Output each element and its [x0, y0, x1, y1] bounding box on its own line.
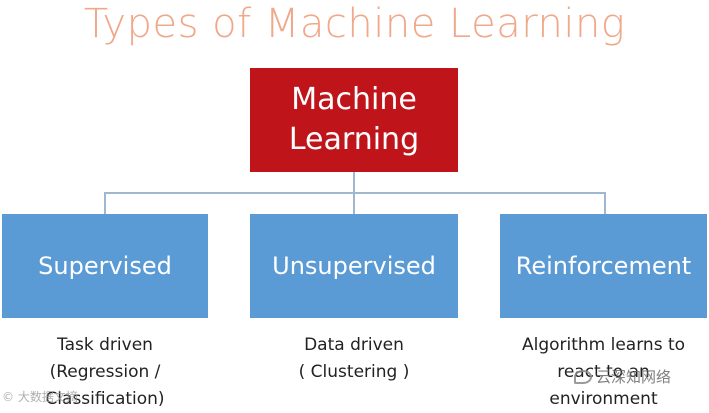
node-unsupervised-label: Unsupervised	[272, 252, 436, 280]
desc-supervised: Task driven (Regression / Classification…	[2, 332, 208, 413]
desc-supervised-line: (Regression /	[49, 362, 161, 382]
connector-horizontal	[104, 192, 606, 194]
chat-bubble-icon	[574, 369, 592, 384]
root-node-label-line2: Learning	[288, 122, 420, 157]
desc-supervised-line: Classification)	[45, 389, 165, 409]
connector-root-stem	[353, 172, 355, 194]
desc-reinforcement-line: Algorithm learns to	[521, 335, 686, 355]
connector-supervised	[104, 192, 106, 214]
node-supervised: Supervised	[2, 214, 208, 318]
connector-unsupervised	[353, 192, 355, 214]
watermark-right-text: 云深知网络	[596, 368, 672, 386]
watermark-right: 云深知网络	[574, 366, 671, 387]
connector-reinforcement	[604, 192, 606, 214]
desc-unsupervised-line: ( Clustering )	[298, 362, 410, 382]
node-reinforcement-label: Reinforcement	[515, 252, 692, 280]
root-node-label-line1: Machine	[291, 82, 417, 117]
root-node-machine-learning: Machine Learning	[250, 68, 458, 172]
desc-supervised-line: Task driven	[57, 335, 153, 355]
node-unsupervised: Unsupervised	[250, 214, 458, 318]
desc-reinforcement-line: environment	[549, 389, 658, 409]
desc-reinforcement: Algorithm learns to react to an environm…	[500, 332, 707, 413]
node-reinforcement: Reinforcement	[500, 214, 707, 318]
desc-unsupervised-line: Data driven	[304, 335, 404, 355]
node-supervised-label: Supervised	[38, 252, 172, 280]
watermark-left: © 大数据文摘	[2, 390, 78, 404]
desc-unsupervised: Data driven ( Clustering )	[250, 332, 458, 386]
diagram-title: Types of Machine Learning	[83, 1, 626, 47]
